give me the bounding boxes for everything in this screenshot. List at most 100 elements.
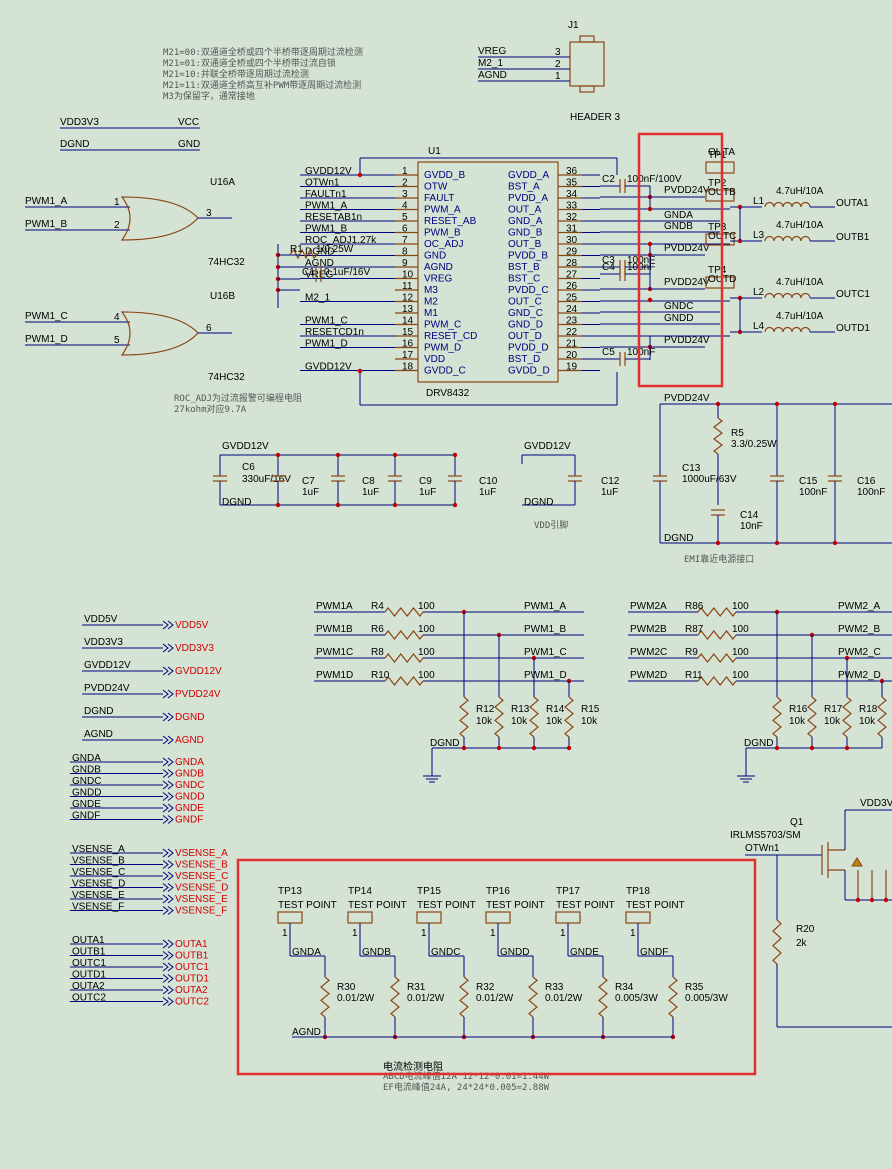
junction-dot [335,452,341,458]
pin-net: PWM1_B [305,224,348,235]
resistor-symbol [494,696,504,738]
cap-ref: C10 [479,476,498,487]
pin-net: PWM1_D [305,339,348,350]
output-net: OUTD1 [836,323,870,334]
pin-number: 25 [566,293,578,304]
port-label: VDD3V3 [175,643,214,654]
cap-value: 100nF [857,487,885,498]
pin-num: 2 [114,220,120,231]
port-net: VDD5V [84,614,118,625]
junction-dot [883,897,889,903]
pulldown-ref: R15 [581,704,600,715]
cap-ref: C7 [302,476,315,487]
port-label: VSENSE_D [175,883,228,894]
resistor-symbol [564,696,574,738]
j1-net-agnd: AGND [478,70,507,81]
cap-ref: C4 [602,262,615,273]
pin-number: 34 [566,189,578,200]
resistor-symbol [772,696,782,738]
port-label: AGND [175,735,204,746]
r1-symbol [289,248,319,260]
j1-net-vreg: VREG [478,46,507,57]
sense-note: EF电流峰值24A, 24*24*0.005=2.88W [383,1081,550,1093]
port-net: OUTA2 [72,981,105,992]
junction-dot [869,897,875,903]
pin-name: OC_ADJ [424,239,463,250]
port-net: VSENSE_C [72,867,125,878]
resistor-symbol [529,696,539,738]
pin-name: M1 [424,308,438,319]
pwm-res-value: 100 [418,647,435,658]
cap-value: 10nF [740,521,763,532]
pin-number: 23 [566,316,578,327]
port-label: DGND [175,712,204,723]
vdd-note: VDD引脚 [534,520,568,531]
junction-dot [452,452,458,458]
pin-number: 10 [402,270,414,281]
port-label: OUTB1 [175,951,209,962]
resistor-symbol [697,630,737,640]
pin-num: 1 [114,197,120,208]
pin-net: FAULTn1 [305,189,347,200]
pin-number: 13 [402,304,414,315]
gnd-net: GNDB [664,221,693,232]
sense-agnd: AGND [292,1027,321,1038]
gnd-net: GNDD [664,313,693,324]
pin-number: 27 [566,270,578,281]
pin-name: BST_B [508,262,540,273]
sense-tp-pin: 1 [630,928,636,939]
pin-number: 8 [402,247,408,258]
port-label: VSENSE_E [175,894,228,905]
pin-number: 11 [402,281,413,292]
pin-net: M2_1 [305,293,330,304]
gate-part: 74HC32 [208,257,245,268]
gnd-net: GNDC [664,301,693,312]
pwm-res-ref: R87 [685,624,704,635]
gate-ref: U16B [210,291,235,302]
tp-ref: TP2 [708,178,727,189]
c1-value: 0.1uF/16V [324,267,370,278]
pin-num: 5 [114,335,120,346]
u1-ref: U1 [428,146,441,157]
inductor-symbol [764,326,811,333]
sense-res-value: 0.01/2W [337,993,375,1004]
test-point [555,911,581,924]
pwm-out-net: PWM2_C [838,647,881,658]
pin-number: 29 [566,247,578,258]
cap-value: 1uF [601,487,618,498]
sense-tp-ref: TP17 [556,886,580,897]
resistor-symbol [528,976,538,1018]
pin-name: PVDD_D [508,343,549,354]
pulldown-value: 10k [789,716,806,727]
sense-note: ABCD电流峰值12A 12*12*0.01=1.44W [383,1070,550,1082]
r20-value: 2k [796,938,808,949]
pin-name: OUT_C [508,297,542,308]
cap-ref: C9 [419,476,432,487]
pin-name: GND_A [508,216,543,227]
j1-header: J1 VREG M2_1 AGND 3 2 1 HEADER 3 [478,20,620,123]
pwm-in-net: PWM2B [630,624,667,635]
pin-number: 2 [402,178,408,189]
sense-gnd-net: GNDC [431,947,460,958]
pwm-in-net: PWM1A [316,601,353,612]
bank-net: GVDD12V [222,441,269,452]
resistor-symbol [390,976,400,1018]
pin-number: 7 [402,235,408,246]
power-map: VDD3V3 VCC DGND GND [60,117,200,151]
pin-name: GND [424,251,446,262]
sense-tp-ref: TP16 [486,886,510,897]
cap-ref: C16 [857,476,876,487]
pin-number: 26 [566,281,578,292]
pin-name: GVDD_D [508,366,550,377]
j1-part: HEADER 3 [570,112,620,123]
pin-number: 31 [566,224,578,235]
pin-net: GVDD12V [305,166,352,177]
pwm-res-value: 100 [732,647,749,658]
pin-number: 5 [402,212,408,223]
gnd-net: GNDA [664,210,693,221]
cap-value: 100nF [627,347,655,358]
pin-name: GND_D [508,320,543,331]
port-net: DGND [84,706,113,717]
cap-ref: C15 [799,476,818,487]
